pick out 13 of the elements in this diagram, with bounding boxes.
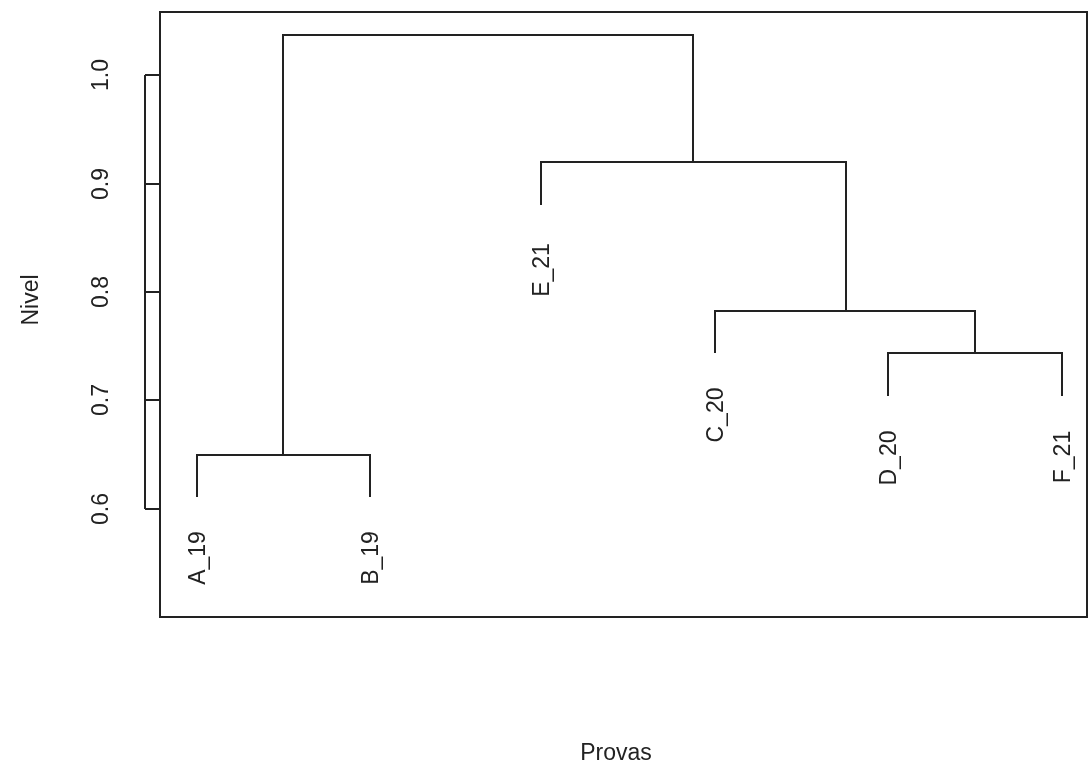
axis-title: Nivel <box>18 274 42 326</box>
axis-title: Provas <box>580 740 652 764</box>
leaf-label: B_19 <box>358 531 382 585</box>
axis-tick-label: 0.6 <box>88 493 112 525</box>
leaf-label: A_19 <box>185 531 209 585</box>
axis-tick-label: 0.7 <box>88 384 112 416</box>
axis-tick-label: 0.9 <box>88 168 112 200</box>
leaf-label: D_20 <box>876 430 900 486</box>
axis-tick-label: 1.0 <box>88 59 112 91</box>
axis-tick-label: 0.8 <box>88 276 112 308</box>
leaf-label: C_20 <box>703 387 727 443</box>
leaf-label: F_21 <box>1050 430 1074 484</box>
leaf-label: E_21 <box>529 243 553 297</box>
